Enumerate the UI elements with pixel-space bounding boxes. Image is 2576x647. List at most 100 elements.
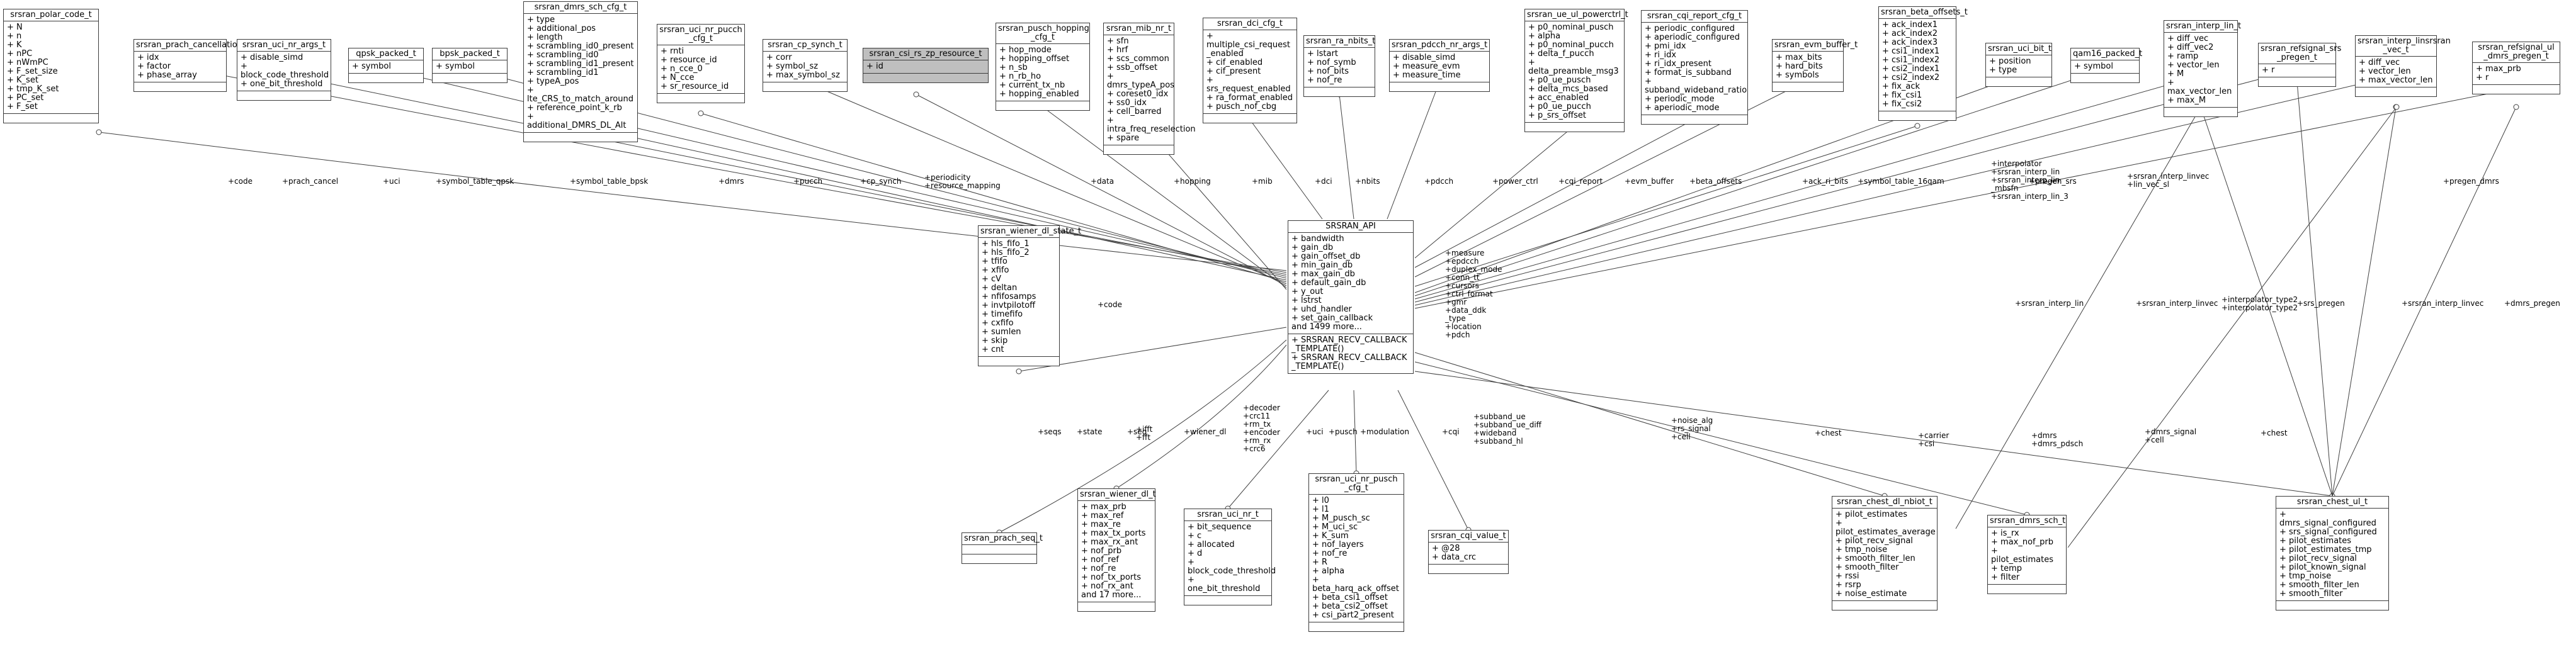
edge-label: +nbits bbox=[1355, 177, 1380, 186]
class-box-ra-nbits[interactable]: srsran_ra_nbits_t+ lstart + nof_symb + n… bbox=[1303, 35, 1375, 97]
class-box-cqi-value[interactable]: srsran_cqi_value_t+ @28 + data_crc bbox=[1428, 530, 1509, 574]
association-edge bbox=[1414, 119, 1694, 268]
edge-label: +symbol_table_qpsk bbox=[436, 177, 514, 186]
class-title: srsran_dmrs_sch_t bbox=[1988, 515, 2066, 527]
edge-label: +prach_cancel bbox=[282, 177, 339, 186]
edge-label: +power_ctrl bbox=[1492, 177, 1538, 186]
edge-label: +pdcch bbox=[1424, 177, 1454, 186]
class-box-uci-nr-pusch-cfg[interactable]: srsran_uci_nr_pusch _cfg_t+ l0 + l1 + M_… bbox=[1308, 473, 1404, 632]
class-box-wiener-dl[interactable]: srsran_wiener_dl_t+ max_prb + max_ref + … bbox=[1077, 488, 1156, 612]
class-attributes: + type + additional_pos + length + scram… bbox=[527, 15, 634, 130]
aggregation-diamond-icon bbox=[913, 91, 919, 98]
class-box-uci-bit[interactable]: srsran_uci_bit_t+ position + type bbox=[1985, 43, 2052, 87]
class-box-dmrs-sch-cfg[interactable]: srsran_dmrs_sch_cfg_t+ type + additional… bbox=[523, 1, 638, 142]
class-box-interp-lin[interactable]: srsran_interp_lin_t+ diff_vec + diff_vec… bbox=[2164, 20, 2241, 117]
edge-label: +chest bbox=[1815, 429, 1842, 437]
class-box-csi-rs-zp[interactable]: srsran_csi_rs_zp_resource_t+ id bbox=[863, 48, 989, 83]
class-methods bbox=[2071, 73, 2139, 82]
edge-label: +cp_synch bbox=[860, 177, 902, 186]
class-title: srsran_chest_dl_nbiot_t bbox=[1832, 497, 1937, 509]
class-box-uci-nr-pucch-cfg[interactable]: srsran_uci_nr_pucch _cfg_t+ rnti + resou… bbox=[657, 24, 745, 103]
class-methods bbox=[863, 73, 988, 82]
class-box-prach-cancel[interactable]: srsran_prach_cancellation_t+ idx + facto… bbox=[133, 39, 250, 92]
edge-label: +dmrs bbox=[718, 177, 744, 186]
class-box-api[interactable]: SRSRAN_API+ bandwidth + gain_db + gain_o… bbox=[1288, 220, 1414, 374]
class-methods bbox=[433, 73, 507, 82]
class-attributes: + r bbox=[2262, 65, 2275, 75]
class-attributes: + sfn + hrf + scs_common + ssb_offset + … bbox=[1107, 37, 1196, 143]
class-methods bbox=[1078, 602, 1155, 611]
class-title: srsran_uci_nr_pucch _cfg_t bbox=[657, 25, 744, 45]
class-methods bbox=[2473, 84, 2560, 94]
class-box-refsignal-srs-pregen[interactable]: srsran_refsignal_srs _pregen_t+ r bbox=[2258, 43, 2341, 87]
class-attributes: + hls_fifo_1 + hls_fifo_2 + tfifo + xfif… bbox=[982, 239, 1036, 354]
class-title: srsran_dci_cfg_t bbox=[1203, 18, 1297, 30]
class-attributes: + multiple_csi_request _enabled + cif_en… bbox=[1206, 31, 1293, 111]
class-box-polar-code[interactable]: srsran_polar_code_t+ N + n + K + nPC + n… bbox=[3, 9, 99, 123]
edge-label: +carrier +csi bbox=[1918, 431, 1949, 448]
class-box-evm-buffer[interactable]: srsran_evm_buffer_t+ max_bits + hard_bit… bbox=[1772, 39, 1858, 92]
class-box-interp-linsrsran-vec[interactable]: srsran_interp_linsrsran _vec_t+ diff_vec… bbox=[2355, 35, 2451, 97]
class-box-dmrs-sch[interactable]: srsran_dmrs_sch_t+ is_rx + max_nof_prb +… bbox=[1987, 515, 2067, 594]
class-box-uci-nr-args[interactable]: srsran_uci_nr_args_t+ disable_simd + blo… bbox=[237, 39, 331, 101]
class-box-qpsk-packed[interactable]: qpsk_packed_t+ symbol bbox=[348, 48, 424, 83]
class-methods bbox=[2356, 87, 2436, 96]
class-box-pusch-hopping[interactable]: srsran_pusch_hopping _cfg_t+ hop_mode + … bbox=[996, 23, 1090, 111]
class-title: srsran_chest_ul_t bbox=[2276, 497, 2388, 509]
class-title: srsran_pusch_hopping _cfg_t bbox=[996, 23, 1089, 44]
aggregation-diamond-icon bbox=[2393, 104, 2400, 110]
class-box-chest-ul[interactable]: srsran_chest_ul_t+ dmrs_signal_configure… bbox=[2276, 496, 2389, 610]
class-attributes: + max_prb + max_ref + max_re + max_tx_po… bbox=[1081, 502, 1146, 600]
class-methods bbox=[1988, 584, 2066, 594]
class-attributes: + rnti + resource_id + n_cce_0 + N_cce +… bbox=[661, 47, 729, 91]
class-box-ue-ul-powerctrl[interactable]: srsran_ue_ul_powerctrl_t+ p0_nominal_pus… bbox=[1524, 9, 1628, 132]
class-box-prach-seq[interactable]: srsran_prach_seq_t bbox=[962, 532, 1043, 564]
class-box-beta-offsets[interactable]: srsran_beta_offsets_t+ ack_index1 + ack_… bbox=[1878, 6, 1968, 121]
class-attributes: + diff_vec + vector_len + max_vector_len bbox=[2359, 58, 2433, 85]
edge-label: +dmrs_signal +cell bbox=[2145, 427, 2197, 444]
class-title: srsran_pdcch_nr_args_t bbox=[1390, 40, 1489, 52]
class-box-uci-nr[interactable]: srsran_uci_nr_t+ bit_sequence + c + allo… bbox=[1184, 509, 1276, 605]
class-title: srsran_uci_nr_t bbox=[1184, 509, 1271, 521]
class-attributes: + idx + factor + phase_array bbox=[137, 53, 197, 80]
class-methods bbox=[996, 101, 1089, 110]
edge-label: +cqi bbox=[1442, 427, 1460, 436]
class-box-wiener-dl-state[interactable]: srsran_wiener_dl_state_t+ hls_fifo_1 + h… bbox=[978, 225, 1081, 366]
class-methods bbox=[962, 554, 1036, 563]
class-methods bbox=[1642, 115, 1747, 124]
association-edge bbox=[1414, 125, 1575, 259]
class-box-pdcch-nr-args[interactable]: srsran_pdcch_nr_args_t+ disable_simd + m… bbox=[1389, 39, 1490, 92]
class-methods bbox=[1390, 82, 1489, 91]
edge-label: +noise_alg +rs_signal +cell bbox=[1671, 416, 1713, 441]
class-methods bbox=[2164, 107, 2237, 116]
class-title: srsran_wiener_dl_state_t bbox=[979, 226, 1081, 238]
class-box-cp-synch[interactable]: srsran_cp_synch_t+ corr + symbol_sz + ma… bbox=[763, 39, 848, 92]
class-methods bbox=[2276, 600, 2388, 610]
class-title: srsran_cqi_value_t bbox=[1429, 531, 1508, 543]
edge-label: +srsran_interp_linvec bbox=[2136, 299, 2218, 308]
class-methods bbox=[1104, 145, 1174, 154]
class-title: srsran_cp_synch_t bbox=[763, 40, 847, 52]
class-methods bbox=[349, 73, 423, 82]
class-attributes: + diff_vec + diff_vec2 + ramp + vector_l… bbox=[2167, 34, 2232, 105]
class-methods bbox=[979, 356, 1059, 366]
class-box-mib-nr[interactable]: srsran_mib_nr_t+ sfn + hrf + scs_common … bbox=[1103, 23, 1196, 155]
class-title: srsran_beta_offsets_t bbox=[1879, 7, 1968, 19]
class-box-cqi-report-cfg[interactable]: srsran_cqi_report_cfg_t+ periodic_config… bbox=[1641, 10, 1748, 125]
edge-label: +pregen_srs bbox=[2029, 177, 2077, 186]
class-box-qam16-packed[interactable]: qam16_packed_t+ symbol bbox=[2070, 48, 2142, 83]
class-box-chest-dl-nbiot[interactable]: srsran_chest_dl_nbiot_t+ pilot_estimates… bbox=[1832, 496, 1938, 610]
edge-label: +dmrs +dmrs_pdsch bbox=[2031, 431, 2084, 448]
class-box-bpsk-packed[interactable]: bpsk_packed_t+ symbol bbox=[432, 48, 508, 83]
class-box-refsignal-ul-dmrs-pregen[interactable]: srsran_refsignal_ul _dmrs_pregen_t+ max_… bbox=[2472, 42, 2560, 94]
class-methods bbox=[1184, 595, 1271, 605]
class-box-dci-cfg[interactable]: srsran_dci_cfg_t+ multiple_csi_request _… bbox=[1203, 18, 1297, 123]
class-methods bbox=[2259, 77, 2335, 86]
aggregation-diamond-icon bbox=[2393, 104, 2399, 110]
class-title: srsran_cqi_report_cfg_t bbox=[1642, 11, 1747, 23]
class-attributes: + symbol bbox=[2074, 62, 2113, 71]
aggregation-diamond-icon bbox=[96, 129, 102, 135]
edge-label: +code bbox=[228, 177, 252, 186]
edge-label: +symbol_table_bpsk bbox=[570, 177, 649, 186]
